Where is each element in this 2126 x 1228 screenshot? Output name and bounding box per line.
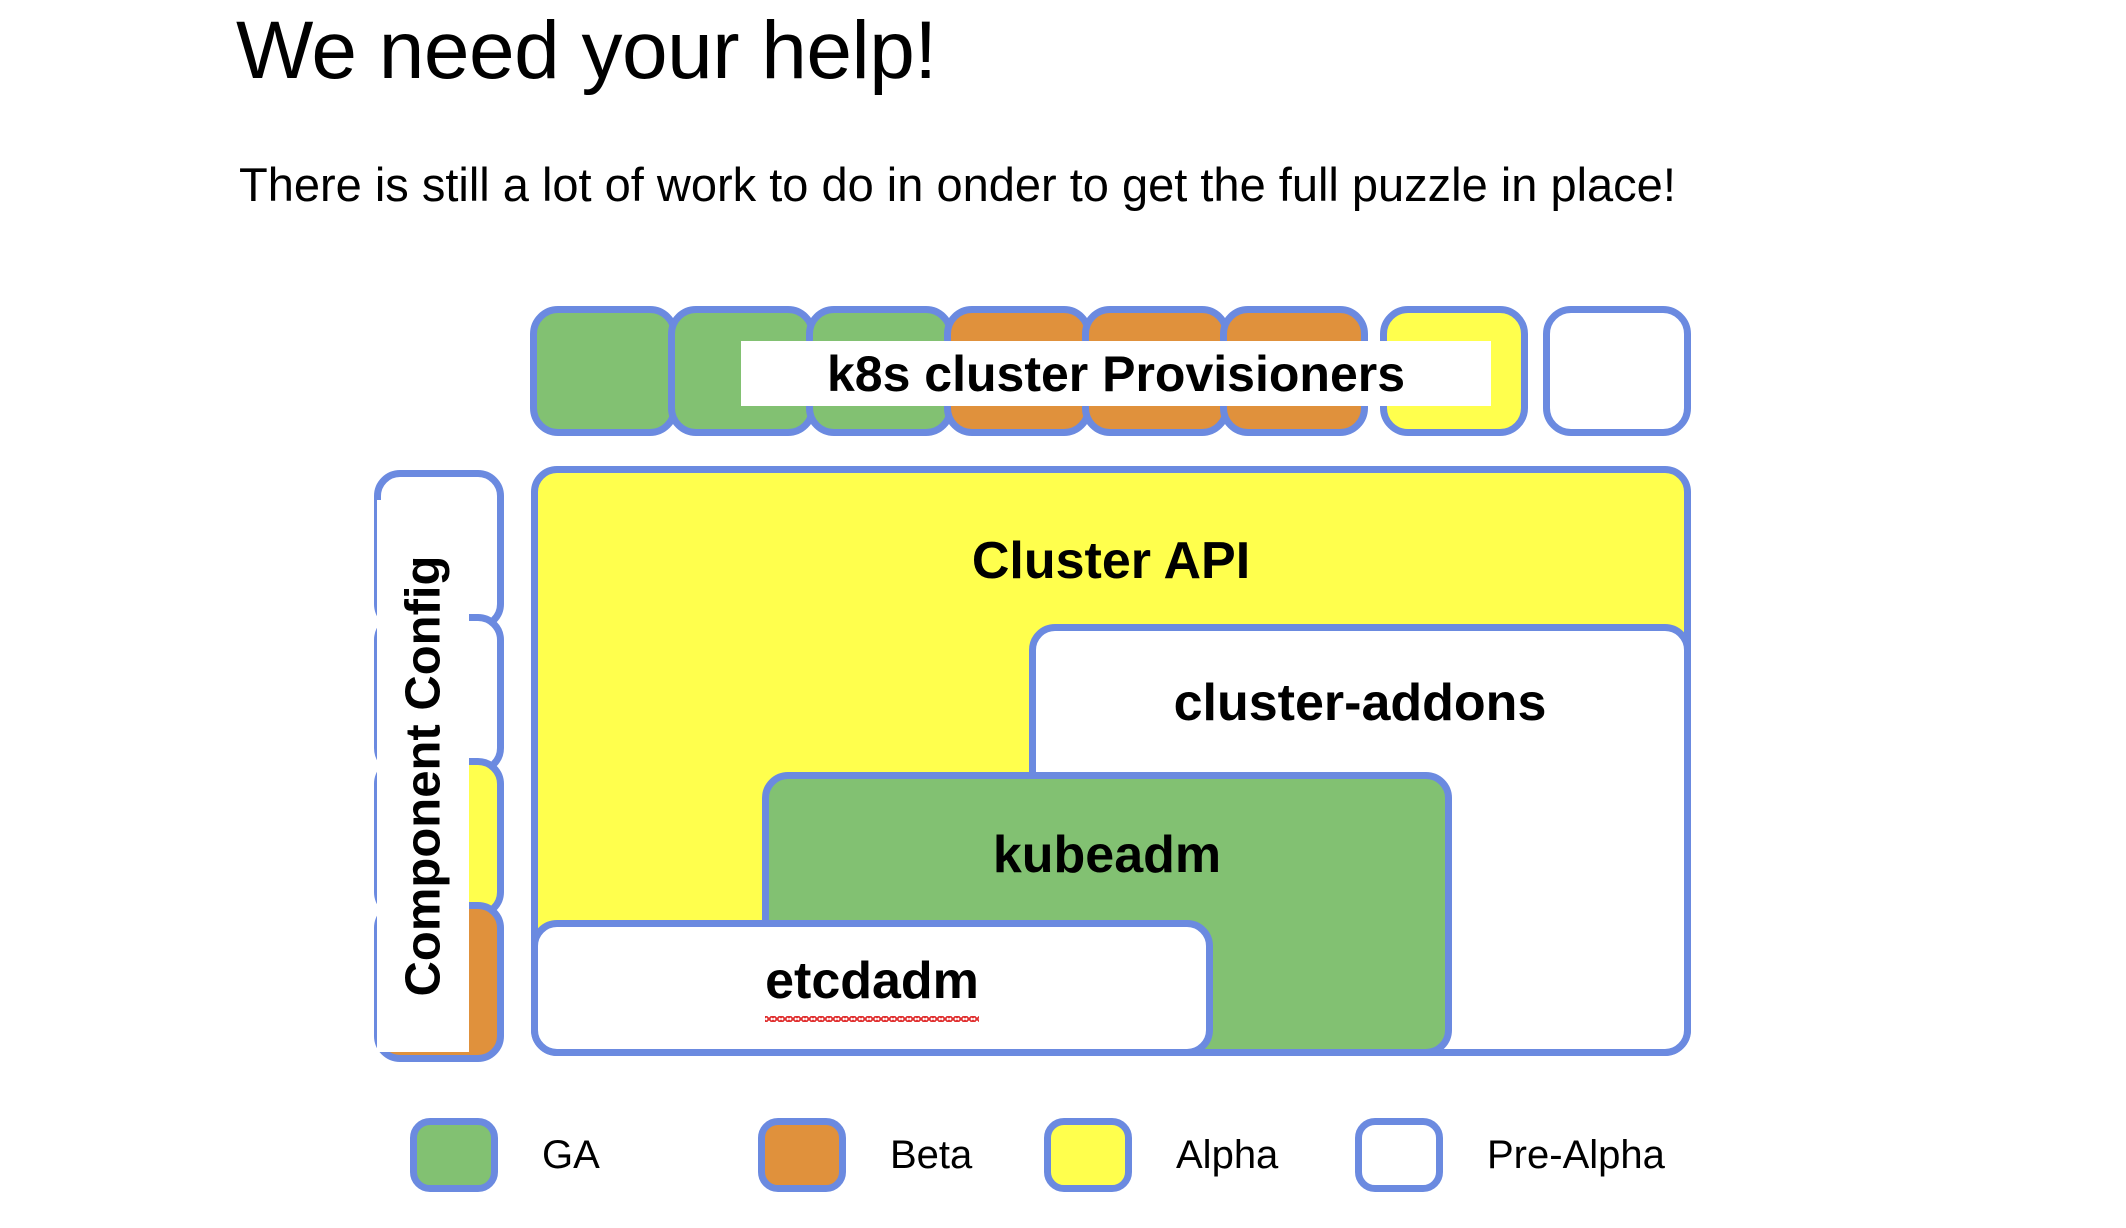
legend-item-prealpha: Pre-Alpha [1355,1118,1665,1192]
cluster-api-label: Cluster API [971,532,1251,590]
page-title: We need your help! [236,5,937,96]
component-config-label-text: Component Config [396,555,450,997]
legend-swatch-ga [410,1118,498,1192]
etcdadm-label-text: etcdadm [765,952,979,1022]
legend-item-alpha: Alpha [1044,1118,1278,1192]
status-legend: GA Beta Alpha Pre-Alpha [0,1118,2126,1208]
page-subtitle: There is still a lot of work to do in on… [239,158,1676,211]
legend-label-ga: GA [542,1132,600,1177]
legend-label-alpha: Alpha [1176,1132,1279,1177]
legend-swatch-beta [758,1118,846,1192]
legend-swatch-alpha [1044,1118,1132,1192]
legend-label-beta: Beta [890,1132,973,1177]
etcdadm-label: etcdadm [538,951,1206,1022]
provisioner-piece-8 [1543,306,1691,436]
legend-label-prealpha: Pre-Alpha [1487,1132,1665,1177]
provisioner-piece-1 [530,306,678,436]
legend-item-ga: GA [410,1118,600,1192]
cluster-addons-label: cluster-addons [1173,674,1547,732]
etcdadm-box: etcdadm [531,920,1213,1056]
kubeadm-label: kubeadm [992,826,1222,884]
legend-item-beta: Beta [758,1118,972,1192]
provisioners-label: k8s cluster Provisioners [741,341,1491,406]
component-config-label: Component Config [377,500,469,1052]
legend-swatch-prealpha [1355,1118,1443,1192]
